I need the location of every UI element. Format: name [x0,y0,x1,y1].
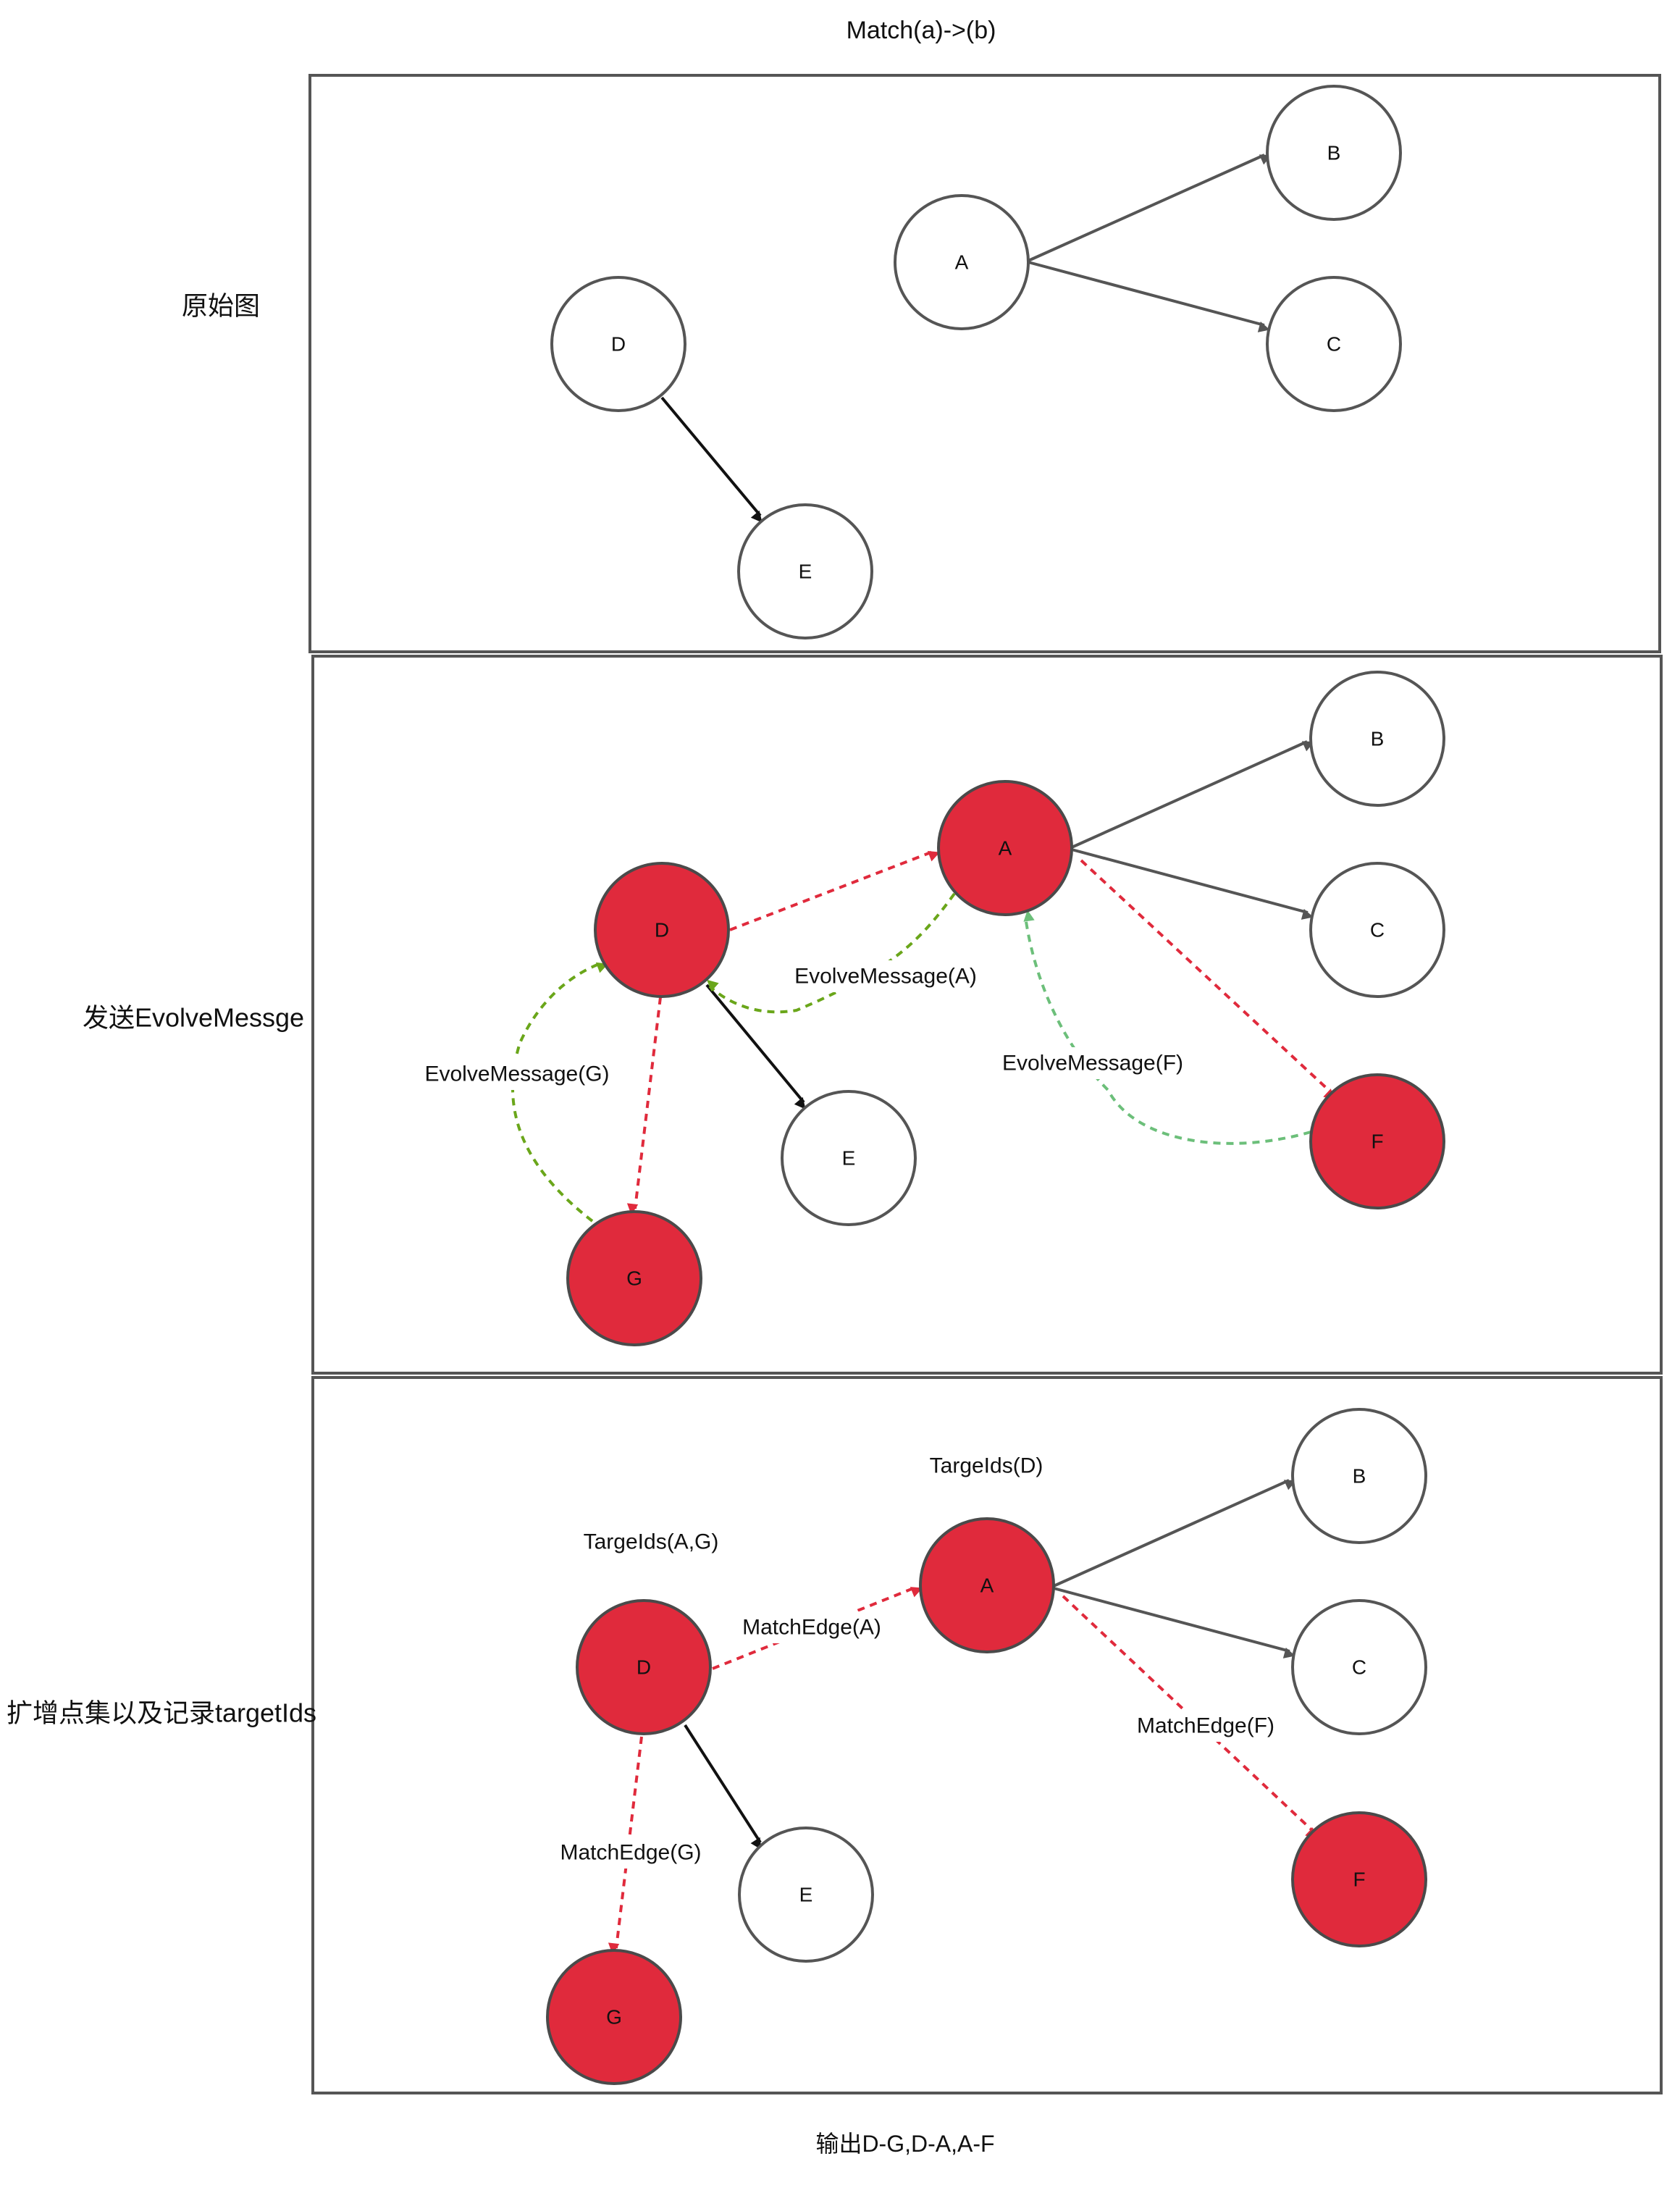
label-bg [788,960,983,992]
evolve-message-g-label: EvolveMessage(G) [424,1062,609,1086]
node-circle [781,1090,917,1226]
node-circle [937,780,1073,916]
node-b[interactable]: B [1309,671,1445,807]
node-c[interactable]: C [1266,276,1402,412]
section-label-expand-and-record: 扩增点集以及记录targetIds [7,1698,316,1728]
evolve-message-f-label: EvolveMessage(F) [1002,1052,1183,1075]
node-g[interactable]: G [546,1949,682,2085]
node-label: C [1327,333,1341,356]
match-edge-g-label: MatchEdge(G) [560,1841,701,1865]
node-circle [1309,1073,1445,1209]
node-label: D [637,1656,651,1679]
node-d[interactable]: D [550,276,686,412]
node-circle [919,1517,1055,1653]
match-edge-f-label: MatchEdge(F) [1137,1714,1274,1738]
node-label: C [1370,919,1385,941]
panel-original-graph [308,74,1661,653]
node-circle [1291,1811,1427,1947]
node-circle [566,1210,702,1346]
node-circle [738,1827,874,1963]
edge-d-e [705,984,806,1110]
node-b[interactable]: B [1291,1408,1427,1544]
label-bg [731,1611,892,1643]
match-edge-a-label: MatchEdge(A) [742,1616,881,1640]
edge-a-b [1053,1479,1297,1588]
node-label: A [955,251,969,274]
node-f[interactable]: F [1291,1811,1427,1947]
section-expand-and-record: 扩增点集以及记录targetIds MatchEdge(A) MatchEdge… [7,1376,1663,2094]
output-footer: 输出D-G,D-A,A-F [815,2131,994,2157]
evolve-message-f-edge [1023,910,1311,1145]
node-a[interactable]: A [919,1517,1055,1653]
label-bg [420,1058,614,1090]
node-circle [1266,85,1402,221]
panel-send-evolve-message [311,655,1663,1375]
node-e[interactable]: E [737,503,873,639]
node-label: G [606,2006,622,2029]
node-circle [1266,276,1402,412]
node-g[interactable]: G [566,1210,702,1346]
node-label: F [1353,1869,1365,1891]
node-a[interactable]: A [937,780,1073,916]
node-label: B [1327,142,1341,164]
label-bg [550,1837,711,1869]
node-a[interactable]: A [894,194,1030,330]
edge-d-a-dashed [729,850,941,931]
node-e[interactable]: E [781,1090,917,1226]
evolve-message-g-edge [511,962,608,1222]
node-circle [737,503,873,639]
node-e[interactable]: E [738,1827,874,1963]
node-circle [576,1599,712,1735]
node-c[interactable]: C [1309,862,1445,998]
node-circle [594,862,730,998]
section-original-graph: 原始图 A B C D E [182,74,1661,653]
edge-a-c [1071,848,1314,920]
section-label-send-evolve-message: 发送EvolveMessge [83,1003,304,1033]
label-bg [1125,1710,1286,1742]
node-label: B [1371,728,1385,750]
node-circle [546,1949,682,2085]
node-label: E [842,1147,856,1170]
node-label: F [1371,1131,1383,1153]
node-circle [1291,1408,1427,1544]
edge-d-g-dashed [626,997,662,1215]
node-label: C [1352,1656,1366,1679]
node-b[interactable]: B [1266,85,1402,221]
node-circle [1309,862,1445,998]
node-label: B [1353,1465,1366,1488]
node-circle [1309,671,1445,807]
node-label: E [799,561,812,583]
diagram-title: Match(a)->(b) [847,17,996,44]
edge-a-c [1028,261,1270,332]
node-label: A [980,1574,994,1597]
evolve-message-a-edge [707,892,956,1014]
node-label: A [999,837,1012,860]
node-c[interactable]: C [1291,1599,1427,1735]
node-f[interactable]: F [1309,1073,1445,1209]
node-label: G [626,1267,642,1290]
label-bg [996,1047,1189,1079]
edge-a-f-dashed [1080,859,1335,1101]
edge-a-b [1028,154,1272,262]
node-circle [1291,1599,1427,1735]
target-ids-d-annotation: TargeIds(A,G) [584,1530,719,1554]
panel-expand-and-record [311,1376,1663,2094]
node-label: D [611,333,626,356]
edge-d-e [684,1724,762,1850]
section-send-evolve-message: 发送EvolveMessge EvolveMessage(A) EvolveMe… [83,655,1663,1375]
node-circle [894,194,1030,330]
node-label: D [655,919,669,941]
node-circle [550,276,686,412]
edge-a-c [1053,1587,1295,1658]
node-label: E [799,1884,813,1906]
node-d[interactable]: D [594,862,730,998]
target-ids-a-annotation: TargeIds(D) [930,1454,1043,1478]
edge-a-b [1071,740,1315,849]
evolve-message-a-label: EvolveMessage(A) [794,965,977,989]
edge-d-e [660,396,763,523]
section-label-original-graph: 原始图 [182,291,260,321]
node-d[interactable]: D [576,1599,712,1735]
